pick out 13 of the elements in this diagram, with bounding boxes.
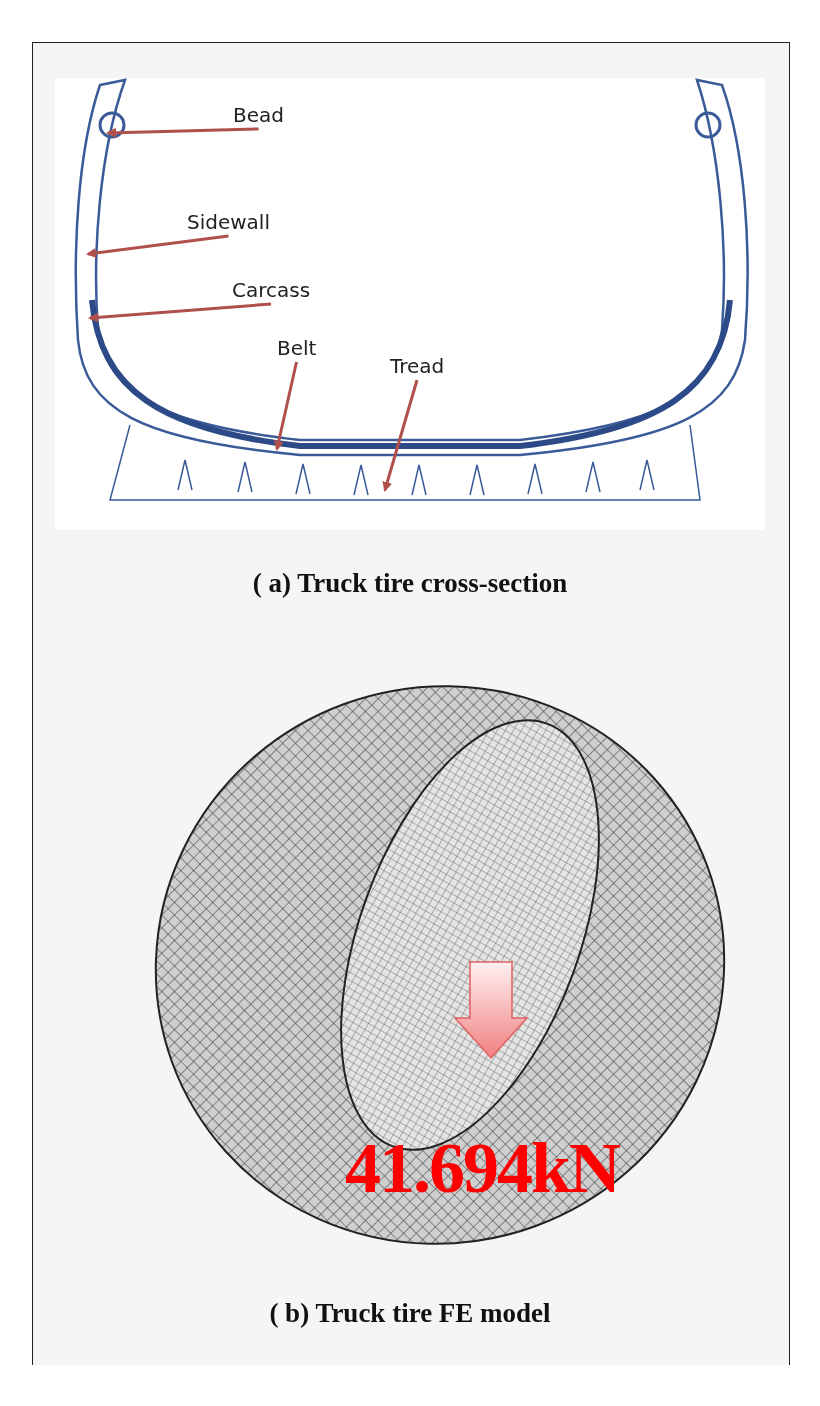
leader-line (382, 379, 419, 492)
force-value: 41.694kN (345, 1128, 620, 1208)
leader-line (88, 302, 272, 323)
figure-caption: ( a) Truck tire cross-section (252, 568, 568, 598)
part-label: Sidewall (187, 210, 270, 234)
part-label: Belt (277, 336, 317, 360)
figure-caption: ( b) Truck tire FE model (269, 1298, 551, 1328)
leader-line (106, 127, 259, 138)
part-label: Bead (233, 103, 284, 127)
leader-line (273, 361, 298, 451)
leader-line (86, 234, 229, 258)
part-label: Tread (390, 354, 445, 378)
part-label: Carcass (232, 278, 311, 302)
